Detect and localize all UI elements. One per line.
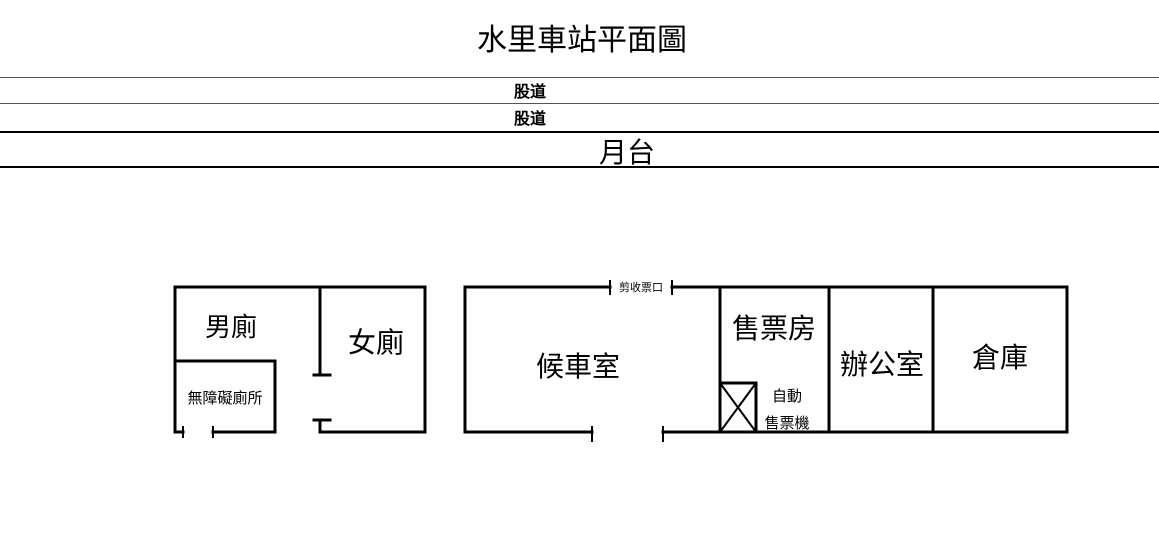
room-office: 辦公室 (840, 348, 924, 381)
vending-machine-cross (719, 382, 757, 433)
toilet-block-walls (173, 285, 427, 434)
track-label-2: 股道 (514, 109, 546, 128)
plan-title: 水里車站平面圖 (477, 23, 687, 58)
station-building-walls (463, 285, 1069, 434)
vending-machine-label-line2: 售票機 (764, 414, 809, 432)
opening-ticks (591, 280, 673, 442)
vending-machine-label-line1: 自動 (772, 387, 802, 405)
room-accessible-toilet: 無障礙廁所 (187, 389, 262, 407)
room-mens-toilet: 男廁 (205, 313, 257, 343)
room-ticket-office: 售票房 (732, 312, 816, 345)
ticket-gate-label: 剪收票口 (619, 280, 663, 294)
platform-edges (0, 131, 1159, 168)
room-waiting-room: 候車室 (536, 350, 620, 383)
vending-cross-b (719, 382, 757, 433)
track-label-1: 股道 (514, 82, 546, 101)
vending-machine-box (718, 381, 758, 434)
tracks (0, 77, 1159, 104)
room-womens-toilet: 女廁 (348, 326, 404, 359)
accessible-door-ticks (182, 426, 214, 438)
platform-label: 月台 (599, 136, 655, 169)
room-warehouse: 倉庫 (972, 341, 1028, 374)
